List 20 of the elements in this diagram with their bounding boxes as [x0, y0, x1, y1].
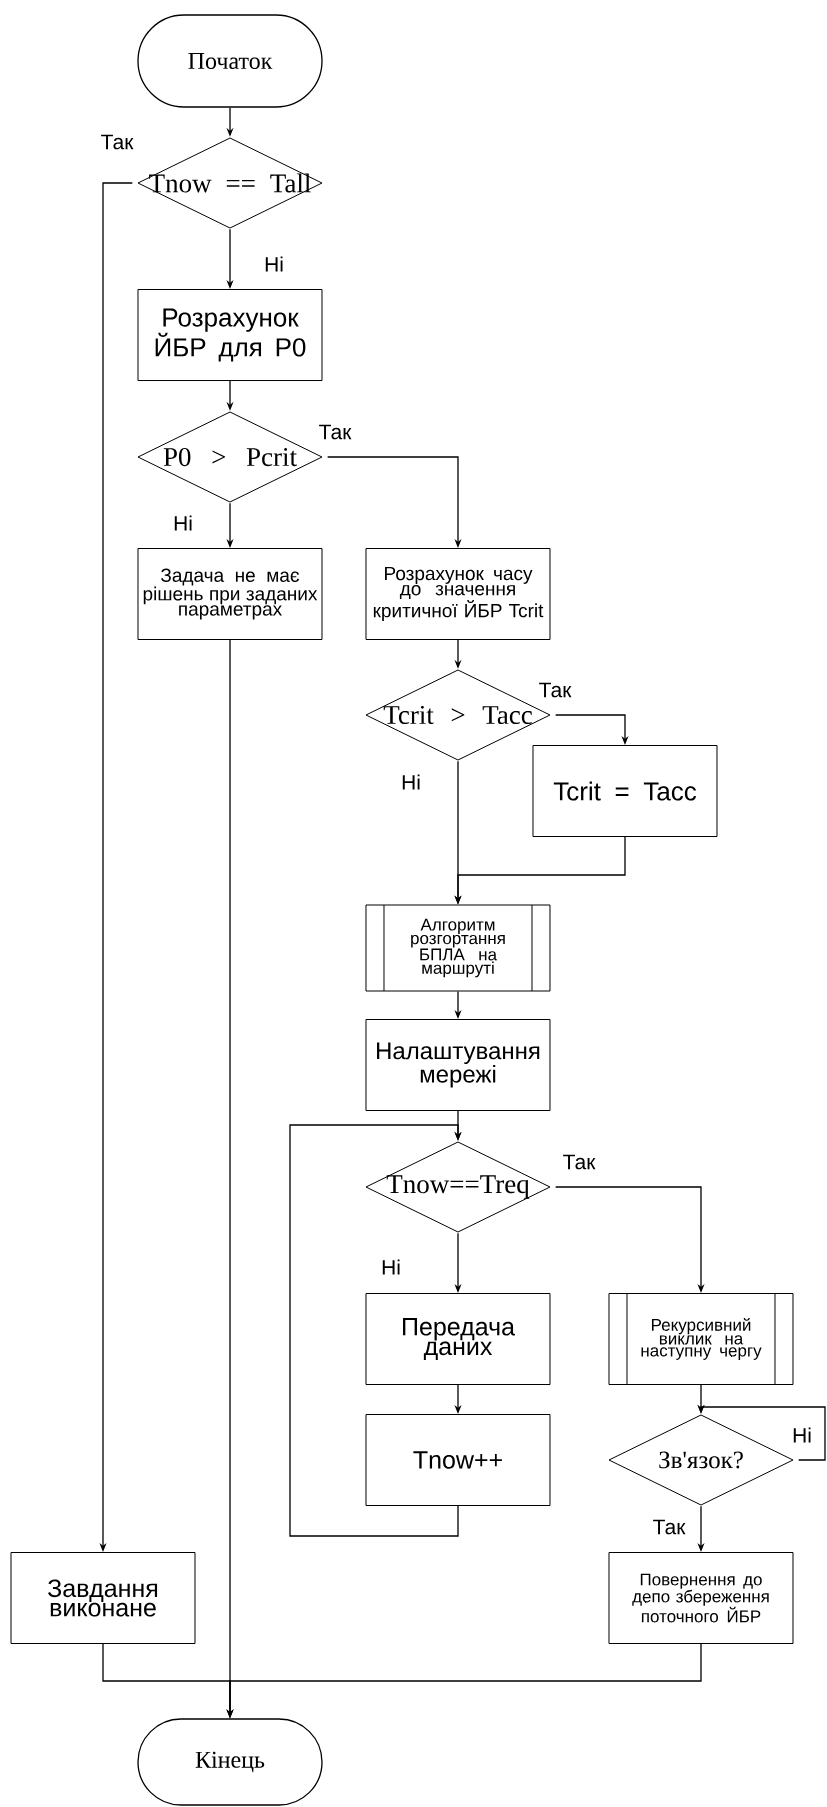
process-box: Розрахунок ЙБР для Р0: [137, 289, 323, 381]
process-box: Передача даних: [365, 1293, 551, 1385]
process-box: Tcrit = Tacc: [532, 745, 718, 837]
edge-label: Так: [561, 1153, 597, 1171]
process-box: Задача не має рішень при заданих параметрах: [137, 548, 323, 640]
edge-label: Ні: [263, 255, 285, 273]
subroutine-box: Алгоритм розгортання БПЛА на маршруті: [365, 904, 551, 992]
process-box: Завдання виконане: [10, 1552, 196, 1644]
edge-label: Так: [651, 1518, 687, 1536]
edge-label: Ні: [380, 1258, 402, 1276]
edge-label: Ні: [400, 773, 422, 791]
edge-label: Так: [99, 133, 135, 151]
subroutine-box: Рекурсивний виклик на наступну чергу: [608, 1293, 794, 1385]
process-box: Налаштування мережі: [365, 1019, 551, 1111]
arrow: [289, 1124, 462, 1537]
process-box: Розрахунок часу до значення критичної ЙБР Tcrit: [365, 548, 551, 640]
edge-label: Ні: [172, 514, 194, 532]
edge-label: Ні: [791, 1426, 813, 1444]
process-box: Повернення до депо збереження поточного ЙБР: [608, 1552, 794, 1644]
process-box: Tnow++: [365, 1414, 551, 1506]
